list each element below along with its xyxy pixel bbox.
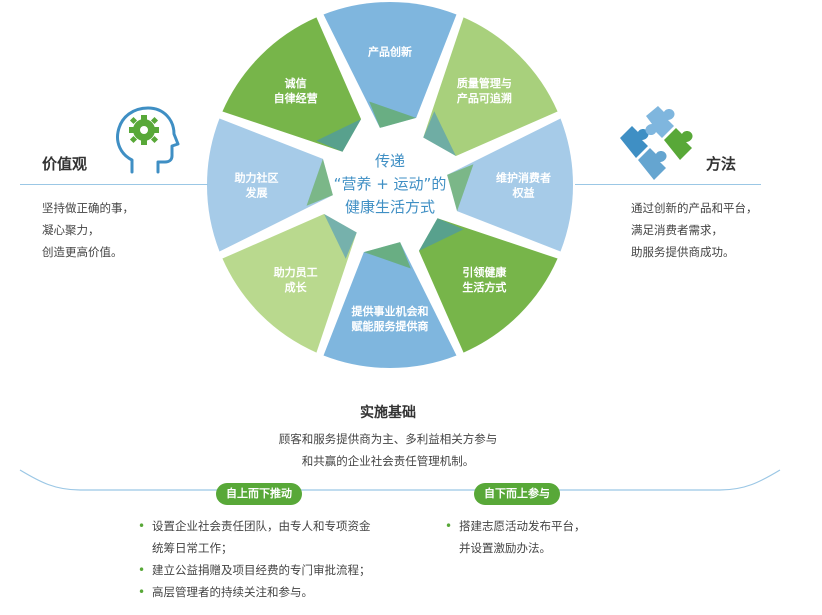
values-line: 创造更高价值。	[42, 245, 123, 259]
wheel-segment	[418, 218, 558, 353]
head-gear-icon	[116, 106, 180, 174]
wheel-segment-label: 生活方式	[462, 280, 506, 294]
wheel-segment-label: 助力社区	[235, 171, 279, 185]
top-down-list: 设置企业社会责任团队，由专人和专项资金 统筹日常工作； 建立公益捐赠及项目经费的…	[136, 515, 416, 603]
wheel-segment	[206, 118, 333, 252]
puzzle-icon	[620, 106, 693, 180]
list-item: 建立公益捐赠及项目经费的专门审批流程；	[136, 559, 416, 581]
wheel-segment-accent	[324, 213, 357, 259]
wheel-segment-label: 发展	[245, 186, 269, 200]
wheel-segment-label: 诚信	[285, 76, 307, 90]
wheel-segment-label: 产品创新	[368, 45, 412, 59]
list-item: 设置企业社会责任团队，由专人和专项资金 统筹日常工作；	[136, 515, 416, 559]
values-line: 凝心聚力，	[42, 223, 100, 237]
method-line: 助服务提供商成功。	[631, 245, 735, 259]
wheel-segment-label: 自律经营	[274, 91, 318, 105]
wheel-segment-label: 助力员工	[274, 265, 318, 279]
method-text: 通过创新的产品和平台， 满足消费者需求， 助服务提供商成功。	[631, 197, 758, 263]
wheel-segment-accent	[363, 242, 411, 269]
wheel-segment-accent	[423, 111, 456, 157]
values-text: 坚持做正确的事， 凝心聚力， 创造更高价值。	[42, 197, 134, 263]
wheel-segment-label: 产品可追溯	[457, 91, 512, 105]
wheel-segment-accent	[306, 158, 333, 206]
values-line: 坚持做正确的事，	[42, 201, 134, 215]
wheel-segment	[222, 17, 362, 152]
method-line: 通过创新的产品和平台，	[631, 201, 758, 215]
method-title: 方法	[706, 155, 737, 173]
wheel-segment-label: 维护消费者	[496, 171, 551, 185]
foundation-title: 实施基础	[360, 405, 416, 421]
center-text-line-3: 健康生活方式	[345, 198, 435, 216]
wheel-segment	[323, 2, 457, 128]
list-item-line: 并设置激励办法。	[459, 541, 551, 555]
list-item-line: 搭建志愿活动发布平台，	[459, 519, 586, 533]
method-divider	[575, 184, 761, 185]
list-item-line: 设置企业社会责任团队，由专人和专项资金	[152, 519, 371, 533]
foundation-text: 顾客和服务提供商为主、多利益相关方参与 和共赢的企业社会责任管理机制。	[218, 428, 558, 472]
wheel-segment-label: 成长	[285, 280, 308, 294]
values-title: 价值观	[42, 155, 88, 173]
wheel-segment-accent	[369, 101, 417, 128]
bottom-up-label: 自下而上参与	[474, 483, 560, 505]
method-line: 满足消费者需求，	[631, 223, 723, 237]
list-item-line: 统筹日常工作；	[152, 541, 233, 555]
foundation-line: 和共赢的企业社会责任管理机制。	[301, 454, 475, 468]
list-item-line: 建立公益捐赠及项目经费的专门审批流程；	[152, 563, 371, 577]
list-item: 高层管理者的持续关注和参与。	[136, 581, 416, 603]
foundation-line: 顾客和服务提供商为主、多利益相关方参与	[278, 432, 498, 446]
wheel-segment-label: 赋能服务提供商	[352, 319, 429, 333]
list-item-line: 高层管理者的持续关注和参与。	[152, 585, 313, 599]
center-text-line-2: “营养 + 运动”的	[334, 175, 447, 193]
wheel-segment-label: 提供事业机会和	[352, 304, 429, 318]
center-text-line-1: 传递	[375, 152, 405, 170]
wheel-segment	[222, 213, 357, 353]
wheel-segment-label: 引领健康	[462, 265, 507, 279]
wheel-segment-accent	[316, 119, 362, 152]
wheel-segment-label: 质量管理与	[457, 76, 512, 90]
list-item: 搭建志愿活动发布平台， 并设置激励办法。	[443, 515, 663, 559]
wheel-segment-accent	[418, 218, 464, 251]
wheel-segment-label: 权益	[512, 186, 535, 200]
bottom-up-list: 搭建志愿活动发布平台， 并设置激励办法。	[443, 515, 663, 559]
top-down-label: 自上而下推动	[216, 483, 302, 505]
wheel-segment	[447, 118, 574, 252]
wheel-segment	[423, 17, 558, 157]
wheel-segment-accent	[447, 164, 474, 212]
wheel-segment	[323, 242, 457, 368]
values-divider	[20, 184, 208, 185]
